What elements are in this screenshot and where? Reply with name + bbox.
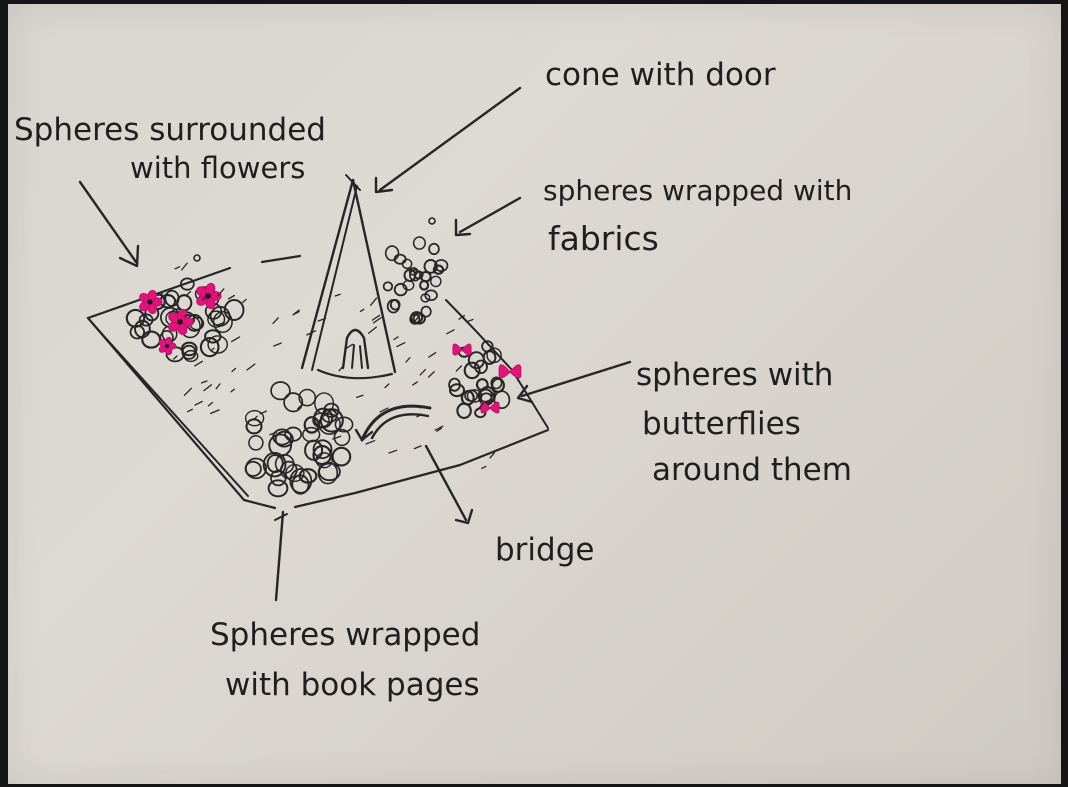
sphere	[431, 276, 441, 286]
grass-mark	[456, 366, 461, 371]
arrow-flowers	[80, 182, 136, 262]
grass-mark	[369, 327, 377, 333]
grass-mark	[231, 389, 234, 392]
label-fabrics: spheres wrapped with fabrics	[543, 174, 852, 258]
sphere	[421, 307, 430, 317]
grass-mark	[366, 441, 375, 444]
label-spheres-flowers: Spheres surrounded with flowers	[14, 112, 326, 185]
grass-mark	[202, 381, 207, 383]
cone-door	[343, 330, 368, 368]
grass-mark	[360, 309, 363, 311]
grass-mark	[208, 403, 212, 406]
arrow-bridge	[426, 446, 466, 520]
label-book-pages: Spheres wrapped with book pages	[210, 617, 480, 703]
grass-mark	[184, 388, 191, 395]
sphere	[414, 237, 426, 249]
bridge-drawing	[356, 406, 430, 440]
sphere	[333, 448, 351, 466]
sphere	[271, 382, 290, 399]
grass-mark	[447, 330, 454, 334]
spheres-fabrics-cluster	[384, 218, 448, 324]
grass-mark	[195, 361, 203, 366]
pointer-book-pages	[276, 512, 283, 600]
flower-center	[177, 319, 183, 325]
grass-mark	[429, 353, 436, 357]
sphere	[246, 462, 261, 476]
sphere	[425, 290, 437, 300]
grass-mark	[232, 337, 240, 342]
sphere	[386, 246, 399, 260]
grass-mark	[211, 410, 220, 414]
sphere	[303, 428, 320, 442]
grass-mark	[247, 364, 255, 370]
grass-mark	[188, 409, 193, 411]
label-butterflies-line2: butterflies	[642, 406, 801, 442]
grass-mark	[195, 401, 202, 405]
grass-mark	[204, 385, 212, 391]
sphere	[388, 300, 399, 313]
label-fabrics-line2: fabrics	[548, 219, 659, 258]
label-spheres-flowers-line1: Spheres surrounded	[14, 112, 326, 148]
label-book-pages-line2: with book pages	[225, 667, 480, 703]
sphere	[271, 471, 286, 486]
grass-mark	[394, 337, 398, 340]
arrow-butterflies	[522, 362, 630, 396]
label-butterflies-line1: spheres with	[636, 357, 833, 393]
butterfly	[453, 344, 471, 355]
grass-mark	[243, 299, 247, 302]
grass-mark	[232, 368, 236, 371]
grass-mark	[274, 343, 281, 346]
grass-mark	[182, 263, 188, 270]
sphere	[465, 363, 480, 378]
grass-mark	[413, 382, 418, 385]
grass-mark	[273, 318, 278, 324]
flower-center	[147, 299, 152, 304]
sphere	[249, 436, 263, 450]
label-spheres-flowers-line2: with flowers	[130, 151, 305, 185]
grass-mark	[414, 446, 421, 449]
grass-mark	[397, 343, 405, 347]
grass-mark	[389, 450, 397, 453]
grass-mark	[216, 384, 220, 389]
sphere	[429, 244, 439, 254]
grass-mark	[385, 384, 389, 388]
grass-mark	[175, 267, 180, 269]
grass-mark	[174, 356, 178, 359]
flower-center	[165, 344, 169, 348]
grass-mark	[371, 298, 377, 305]
sphere	[142, 332, 160, 348]
sphere	[429, 218, 435, 224]
label-fabrics-line1: spheres wrapped with	[543, 174, 852, 207]
arrow-fabrics	[460, 198, 520, 232]
arrow-cone	[380, 88, 520, 190]
sphere	[269, 480, 288, 496]
grass-mark	[420, 370, 425, 375]
grass-mark	[357, 395, 363, 397]
grass-mark	[211, 348, 214, 351]
sphere	[384, 282, 393, 290]
grass-mark	[467, 320, 473, 322]
sphere	[194, 255, 200, 261]
grass-mark	[406, 358, 410, 362]
sphere	[284, 393, 302, 411]
label-butterflies-line3: around them	[652, 452, 852, 488]
sphere	[247, 419, 262, 433]
sphere	[177, 295, 191, 310]
label-book-pages-line1: Spheres wrapped	[210, 617, 480, 653]
grass-mark	[228, 296, 234, 299]
grass-mark	[429, 372, 435, 377]
label-butterflies: spheres with butterflies around them	[636, 357, 852, 488]
sphere	[403, 259, 412, 268]
label-bridge: bridge	[495, 532, 594, 568]
spheres-book-pages-cluster	[246, 382, 353, 496]
grass-mark	[335, 294, 340, 296]
grass-mark	[186, 291, 191, 295]
label-cone-with-door: cone with door	[545, 57, 776, 93]
sphere	[457, 404, 470, 418]
grass-mark	[482, 466, 486, 468]
